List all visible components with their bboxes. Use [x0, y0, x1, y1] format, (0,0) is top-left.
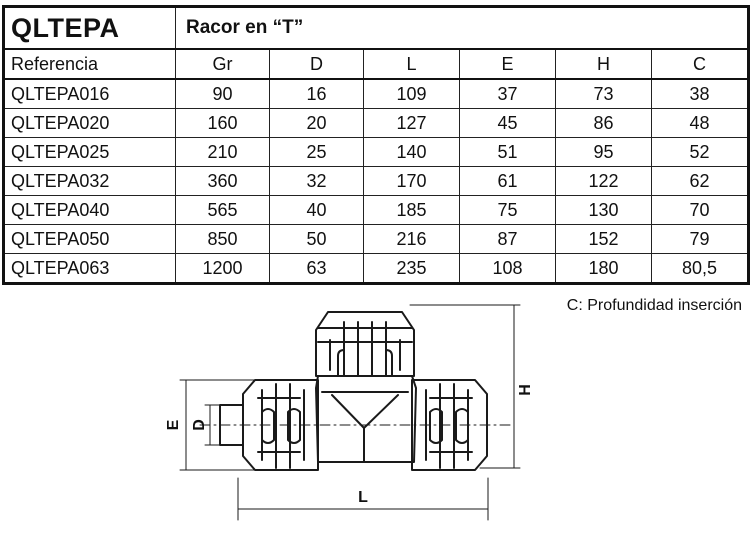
table-cell: 95: [555, 137, 652, 167]
table-cell: 185: [363, 195, 460, 225]
table-cell: 160: [175, 108, 270, 138]
table-cell: 32: [269, 166, 364, 196]
table-cell: 180: [555, 253, 652, 285]
table-cell: 152: [555, 224, 652, 254]
table-cell: 73: [555, 78, 652, 109]
table-cell: 109: [363, 78, 460, 109]
table-row: QLTEPA020 160 20 127 45 86 48: [2, 108, 750, 138]
table-cell: 90: [175, 78, 270, 109]
table-cell: 210: [175, 137, 270, 167]
table-row: QLTEPA025 210 25 140 51 95 52: [2, 137, 750, 167]
insertion-depth-note: C: Profundidad inserción: [566, 297, 742, 314]
dimension-lines: [179, 304, 521, 521]
table-cell: 127: [363, 108, 460, 138]
col-header-referencia: Referencia: [2, 48, 176, 80]
table-cell: QLTEPA025: [2, 137, 176, 167]
table-cell: 50: [269, 224, 364, 254]
table-cell: QLTEPA040: [2, 195, 176, 225]
col-header-h: H: [555, 48, 652, 80]
col-header-gr: Gr: [175, 48, 270, 80]
table-cell: 51: [459, 137, 556, 167]
table-cell: 79: [650, 224, 750, 254]
top-branch-nut: [315, 311, 415, 377]
product-description: Racor en “T”: [174, 5, 750, 50]
table-cell: QLTEPA020: [2, 108, 176, 138]
table-row: QLTEPA050 850 50 216 87 152 79: [2, 224, 750, 254]
table-cell: 61: [459, 166, 556, 196]
table-cell: 1200: [175, 253, 270, 285]
table-cell: 16: [269, 78, 364, 109]
dim-label-e: E: [165, 419, 182, 430]
table-cell: 360: [175, 166, 270, 196]
table-cell: 122: [555, 166, 652, 196]
tee-fitting-drawing: H L E D: [165, 304, 534, 521]
col-header-l: L: [363, 48, 460, 80]
table-cell: 235: [363, 253, 460, 285]
col-header-e: E: [459, 48, 556, 80]
table-cell: 52: [650, 137, 750, 167]
col-header-d: D: [269, 48, 364, 80]
header-row: Referencia Gr D L E H C: [2, 48, 750, 80]
table-cell: 140: [363, 137, 460, 167]
table-cell: QLTEPA032: [2, 166, 176, 196]
table-cell: 75: [459, 195, 556, 225]
table-cell: 216: [363, 224, 460, 254]
spec-table: QLTEPA Racor en “T” Referencia Gr D L E …: [2, 5, 750, 285]
table-cell: 170: [363, 166, 460, 196]
product-code: QLTEPA: [2, 5, 176, 50]
table-cell: 45: [459, 108, 556, 138]
dim-label-d: D: [191, 419, 208, 431]
table-row: QLTEPA032 360 32 170 61 122 62: [2, 166, 750, 196]
table-cell: 38: [650, 78, 750, 109]
table-cell: 63: [269, 253, 364, 285]
table-cell: 62: [650, 166, 750, 196]
table-cell: 565: [175, 195, 270, 225]
table-row: QLTEPA063 1200 63 235 108 180 80,5: [2, 253, 750, 285]
table-cell: 87: [459, 224, 556, 254]
table-cell: QLTEPA050: [2, 224, 176, 254]
table-cell: 130: [555, 195, 652, 225]
table-cell: 20: [269, 108, 364, 138]
dim-label-h: H: [517, 384, 534, 396]
table-cell: QLTEPA016: [2, 78, 176, 109]
tee-body: [315, 375, 417, 463]
table-cell: 80,5: [650, 253, 750, 285]
col-header-c: C: [650, 48, 750, 80]
table-cell: 70: [650, 195, 750, 225]
table-cell: 108: [459, 253, 556, 285]
table-cell: 40: [269, 195, 364, 225]
table-cell: 25: [269, 137, 364, 167]
dim-label-l: L: [358, 489, 368, 506]
table-cell: 37: [459, 78, 556, 109]
table-cell: QLTEPA063: [2, 253, 176, 285]
table-cell: 48: [650, 108, 750, 138]
table-cell: 86: [555, 108, 652, 138]
title-row: QLTEPA Racor en “T”: [2, 5, 750, 50]
table-row: QLTEPA016 90 16 109 37 73 38: [2, 78, 750, 109]
table-row: QLTEPA040 565 40 185 75 130 70: [2, 195, 750, 225]
table-cell: 850: [175, 224, 270, 254]
